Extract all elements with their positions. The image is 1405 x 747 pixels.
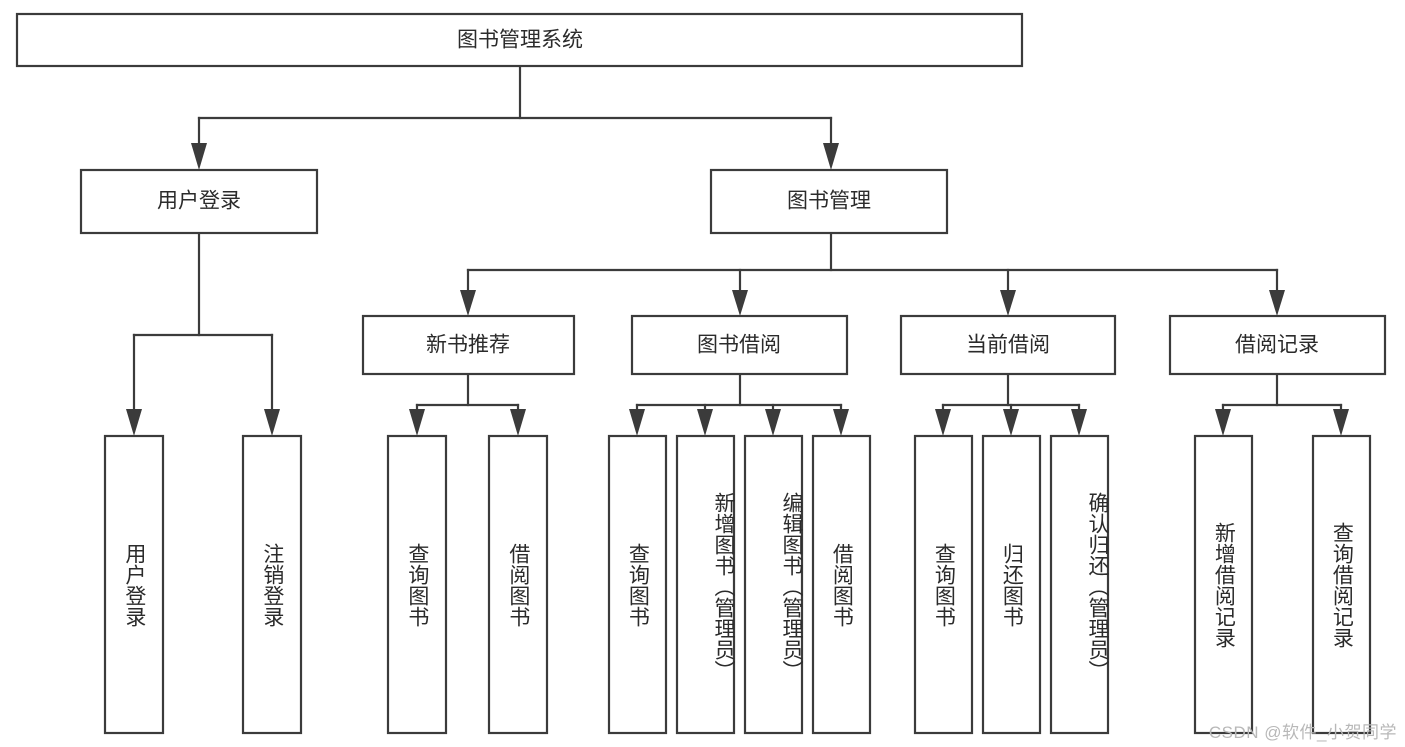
arrow-head-leaf-edit-book	[765, 409, 781, 436]
node-root-label: 图书管理系统	[457, 29, 583, 52]
arrow-head-user-login	[191, 143, 207, 170]
arrow-head-leaf-query-book-rec	[409, 409, 425, 436]
node-current-borrow[interactable]	[899, 314, 1117, 376]
node-leaf-add-book[interactable]	[675, 434, 736, 735]
arrow-head-borrow-record	[1269, 290, 1285, 316]
node-new-book-recommend[interactable]	[361, 314, 576, 376]
node-current-borrow-label: 当前借阅	[966, 334, 1050, 357]
arrow-head-leaf-add-book	[697, 409, 713, 436]
node-book-borrow-label: 图书借阅	[697, 334, 781, 357]
arrow-head-current-borrow	[1000, 290, 1016, 316]
arrow-head-leaf-confirm-return	[1071, 409, 1087, 436]
node-leaf-query-book-rec[interactable]	[386, 434, 448, 735]
node-leaf-query-book-borrow[interactable]	[607, 434, 668, 735]
node-layer: 图书管理系统 用户登录 图书管理 新书推荐 图书借阅 当前借阅 借阅记录	[15, 12, 1387, 735]
arrow-head-leaf-add-record	[1215, 409, 1231, 436]
node-book-borrow[interactable]	[630, 314, 849, 376]
arrow-head-leaf-query-book-current	[935, 409, 951, 436]
node-user-login-label: 用户登录	[157, 190, 241, 213]
watermark-text: CSDN @软件_小贺同学	[1208, 723, 1397, 742]
arrow-head-leaf-borrow-book	[833, 409, 849, 436]
node-leaf-return-book[interactable]	[981, 434, 1042, 735]
connector-layer	[126, 64, 1349, 436]
node-leaf-borrow-book-rec[interactable]	[487, 434, 549, 735]
node-leaf-query-book-current[interactable]	[913, 434, 974, 735]
arrow-head-leaf-query-book-borrow	[629, 409, 645, 436]
arrow-head-leaf-borrow-book-rec	[510, 409, 526, 436]
node-leaf-add-record[interactable]	[1193, 434, 1254, 735]
node-new-book-recommend-label: 新书推荐	[426, 334, 510, 357]
node-leaf-confirm-return[interactable]	[1049, 434, 1110, 735]
node-user-login[interactable]	[79, 168, 319, 235]
arrow-head-book-management	[823, 143, 839, 170]
node-book-management-label: 图书管理	[787, 190, 871, 213]
arrow-head-book-borrow	[732, 290, 748, 316]
node-leaf-user-login[interactable]	[103, 434, 165, 735]
arrow-head-new-book-recommend	[460, 290, 476, 316]
node-leaf-query-record[interactable]	[1311, 434, 1372, 735]
node-leaf-logout[interactable]	[241, 434, 303, 735]
node-borrow-record-label: 借阅记录	[1235, 334, 1319, 357]
node-book-management[interactable]	[709, 168, 949, 235]
arrow-head-leaf-return-book	[1003, 409, 1019, 436]
arrow-head-leaf-query-record	[1333, 409, 1349, 436]
node-root[interactable]	[15, 12, 1024, 68]
arrow-head-leaf-user-login	[126, 409, 142, 436]
node-leaf-borrow-book[interactable]	[811, 434, 872, 735]
arrow-head-leaf-logout	[264, 409, 280, 436]
node-borrow-record[interactable]	[1168, 314, 1387, 376]
node-leaf-edit-book[interactable]	[743, 434, 804, 735]
